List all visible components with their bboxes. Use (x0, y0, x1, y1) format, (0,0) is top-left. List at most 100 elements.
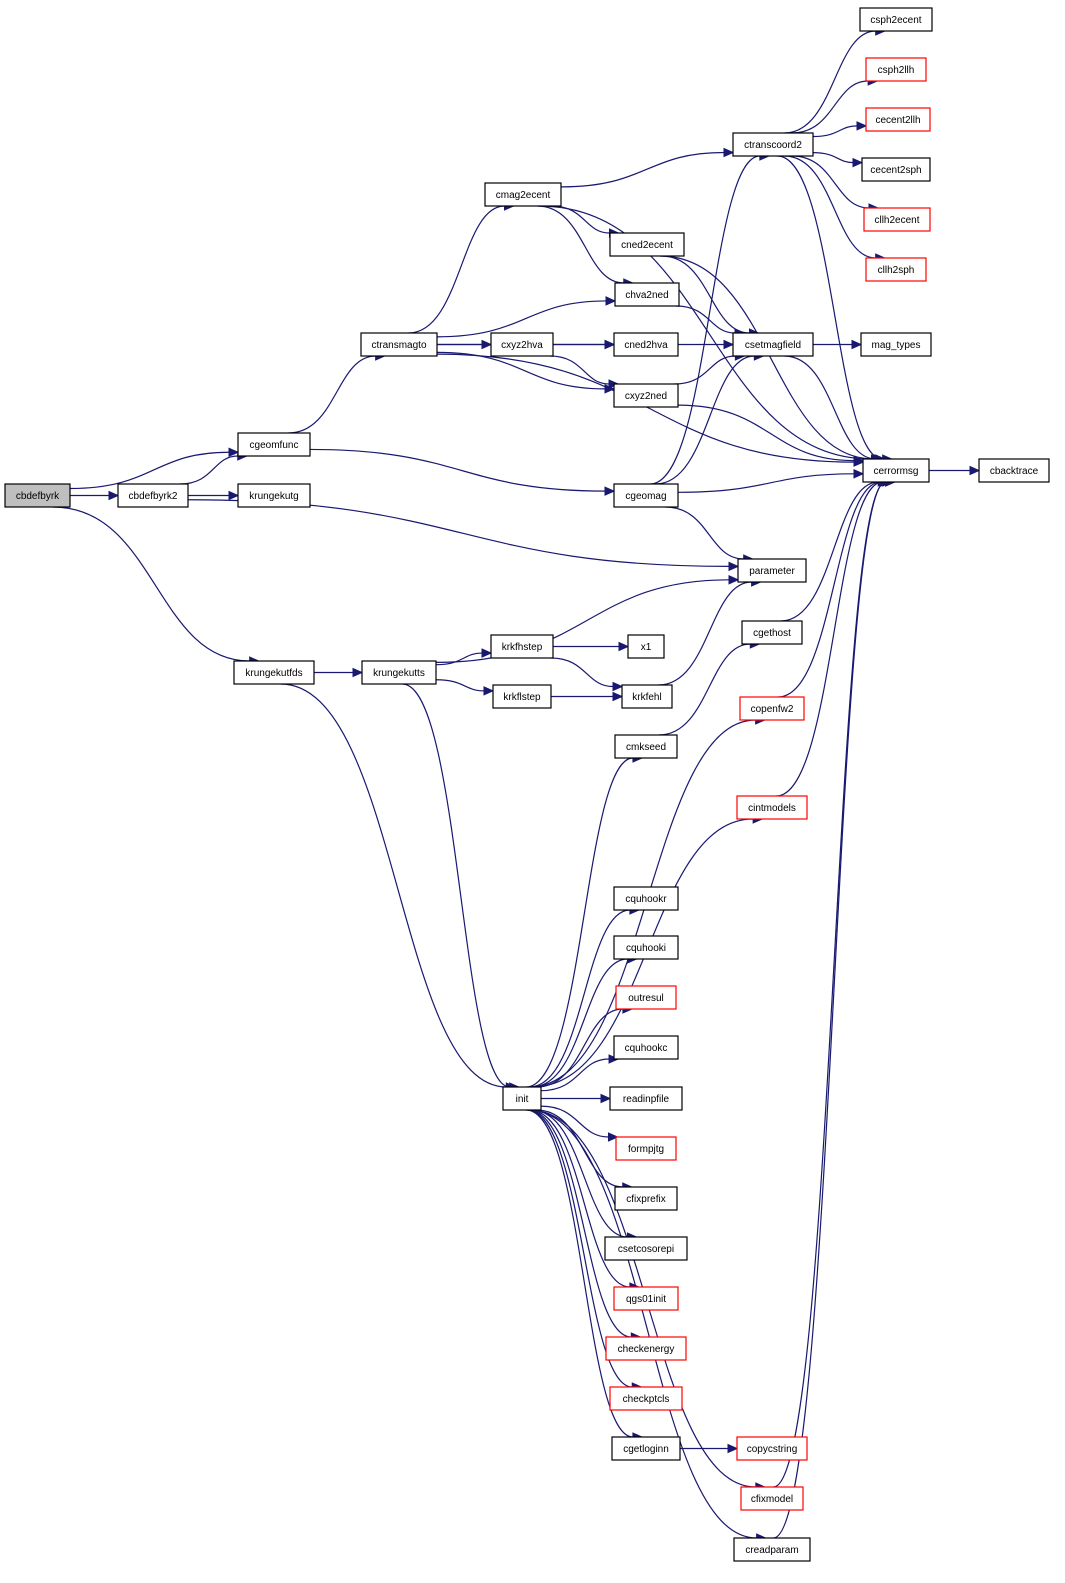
node-cned2ecent[interactable]: cned2ecent (609, 232, 685, 257)
node-label-ctransmagto: ctransmagto (371, 340, 426, 351)
node-cquhookr[interactable]: cquhookr (613, 886, 679, 911)
node-krkfehl[interactable]: krkfehl (621, 684, 673, 709)
node-parameter[interactable]: parameter (737, 558, 807, 583)
node-formpjtg[interactable]: formpjtg (615, 1136, 677, 1161)
arrowhead-cbdefbyrk-to-cgeomfunc (228, 447, 240, 458)
edge-init-to-cquhooki (531, 958, 628, 1088)
node-cgethost[interactable]: cgethost (741, 620, 803, 645)
node-qgs01init[interactable]: qgs01init (613, 1286, 679, 1311)
node-krungekutfds[interactable]: krungekutfds (233, 660, 315, 685)
node-cfixprefix[interactable]: cfixprefix (614, 1186, 678, 1211)
node-checkenergy[interactable]: checkenergy (605, 1336, 687, 1361)
node-box-cgetloginn (611, 1436, 681, 1461)
edge-cgethost-to-cerrormsg (780, 481, 879, 622)
edge-cbdefbyrk2-to-cgeomfunc (180, 455, 238, 485)
node-label-cxyz2ned: cxyz2ned (625, 391, 667, 402)
arrowhead-cerrormsg-to-cbacktrace (969, 465, 981, 476)
node-box-cfixmodel (740, 1486, 804, 1511)
node-outresul[interactable]: outresul (615, 985, 677, 1010)
node-label-cgeomfunc: cgeomfunc (250, 440, 299, 451)
edge-cmkseed-to-cgethost (658, 643, 751, 736)
edge-ctranscoord2-to-csph2llh (791, 80, 869, 134)
node-box-krungekutg (237, 483, 311, 508)
edge-krungekutts-to-krkflstep (435, 679, 485, 692)
edge-cgeomag-to-csetmagfield (655, 355, 755, 485)
edge-creadparam-to-cerrormsg (773, 481, 886, 1539)
node-box-ctranscoord2 (732, 132, 814, 157)
arrowhead-cgeomfunc-to-cgeomag (604, 486, 616, 496)
node-cfixmodel[interactable]: cfixmodel (740, 1486, 804, 1511)
node-box-readinpfile (609, 1086, 683, 1111)
node-creadparam[interactable]: creadparam (733, 1537, 811, 1562)
node-csetmagfield[interactable]: csetmagfield (732, 332, 814, 357)
node-cerrormsg[interactable]: cerrormsg (862, 458, 930, 483)
edge-init-to-qgs01init (529, 1109, 630, 1288)
node-cmag2ecent[interactable]: cmag2ecent (484, 182, 562, 207)
node-box-ctransmagto (360, 332, 438, 357)
node-csph2llh[interactable]: csph2llh (865, 57, 927, 82)
arrowhead-krkfhstep-to-x1 (618, 641, 630, 652)
node-krkfhstep[interactable]: krkfhstep (490, 634, 554, 659)
node-ctransmagto[interactable]: ctransmagto (360, 332, 438, 357)
edge-cbdefbyrk-to-cgeomfunc (69, 451, 230, 490)
node-box-cbdefbyrk2 (117, 483, 189, 508)
node-cgetloginn[interactable]: cgetloginn (611, 1436, 681, 1461)
node-cxyz2hva[interactable]: cxyz2hva (490, 332, 554, 357)
node-mag_types[interactable]: mag_types (860, 332, 932, 357)
node-ctranscoord2[interactable]: ctranscoord2 (732, 132, 814, 157)
node-box-init (502, 1086, 542, 1111)
node-cecent2llh[interactable]: cecent2llh (865, 107, 931, 132)
node-copenfw2[interactable]: copenfw2 (739, 696, 805, 721)
node-box-cgeomag (613, 483, 679, 508)
node-box-cbacktrace (978, 458, 1050, 483)
node-cgeomag[interactable]: cgeomag (613, 483, 679, 508)
edge-ctranscoord2-to-csph2ecent (784, 30, 876, 134)
node-box-cquhookc (613, 1035, 679, 1060)
edge-krungekutts-to-init (402, 683, 510, 1088)
node-box-krungekutts (361, 660, 437, 685)
node-box-csph2ecent (859, 7, 933, 32)
node-cllh2ecent[interactable]: cllh2ecent (863, 207, 931, 232)
node-cgeomfunc[interactable]: cgeomfunc (237, 432, 311, 457)
node-krungekutg[interactable]: krungekutg (237, 483, 311, 508)
arrowhead-ctranscoord2-to-cecent2llh (856, 121, 868, 131)
node-cecent2sph[interactable]: cecent2sph (861, 157, 931, 182)
edge-ctranscoord2-to-cecent2llh (812, 125, 858, 138)
edge-ctranscoord2-to-cecent2sph (812, 152, 854, 164)
node-cbdefbyrk2[interactable]: cbdefbyrk2 (117, 483, 189, 508)
node-cned2hva[interactable]: cned2hva (613, 332, 679, 357)
node-cllh2sph[interactable]: cllh2sph (865, 257, 927, 282)
node-label-checkptcls: checkptcls (623, 1394, 670, 1405)
node-csetcosorepi[interactable]: csetcosorepi (604, 1236, 688, 1261)
edge-ctranscoord2-to-cerrormsg (777, 155, 883, 460)
node-krkflstep[interactable]: krkflstep (492, 684, 552, 709)
edge-init-to-cquhookc (540, 1058, 610, 1092)
node-x1[interactable]: x1 (627, 634, 665, 659)
node-csph2ecent[interactable]: csph2ecent (859, 7, 933, 32)
node-box-cfixprefix (614, 1186, 678, 1211)
node-label-outresul: outresul (628, 993, 664, 1004)
node-box-cintmodels (736, 795, 808, 820)
node-readinpfile[interactable]: readinpfile (609, 1086, 683, 1111)
node-checkptcls[interactable]: checkptcls (609, 1386, 683, 1411)
node-cquhooki[interactable]: cquhooki (613, 935, 679, 960)
node-init[interactable]: init (502, 1086, 542, 1111)
node-copycstring[interactable]: copycstring (736, 1436, 808, 1461)
node-label-cfixprefix: cfixprefix (626, 1194, 665, 1205)
node-label-parameter: parameter (749, 566, 795, 577)
node-cmkseed[interactable]: cmkseed (614, 734, 678, 759)
arrowhead-cmag2ecent-to-ctranscoord2 (723, 147, 735, 158)
node-box-cllh2ecent (863, 207, 931, 232)
node-cquhookc[interactable]: cquhookc (613, 1035, 679, 1060)
node-label-csetcosorepi: csetcosorepi (618, 1244, 674, 1255)
node-box-copycstring (736, 1436, 808, 1461)
node-label-csph2ecent: csph2ecent (870, 15, 921, 26)
node-label-csph2llh: csph2llh (878, 65, 915, 76)
node-cintmodels[interactable]: cintmodels (736, 795, 808, 820)
edge-init-to-csetcosorepi (531, 1109, 628, 1238)
node-krungekutts[interactable]: krungekutts (361, 660, 437, 685)
node-chva2ned[interactable]: chva2ned (614, 282, 680, 307)
arrowhead-krungekutts-to-krkfhstep (481, 648, 493, 658)
node-cbacktrace[interactable]: cbacktrace (978, 458, 1050, 483)
node-cxyz2ned[interactable]: cxyz2ned (613, 383, 679, 408)
